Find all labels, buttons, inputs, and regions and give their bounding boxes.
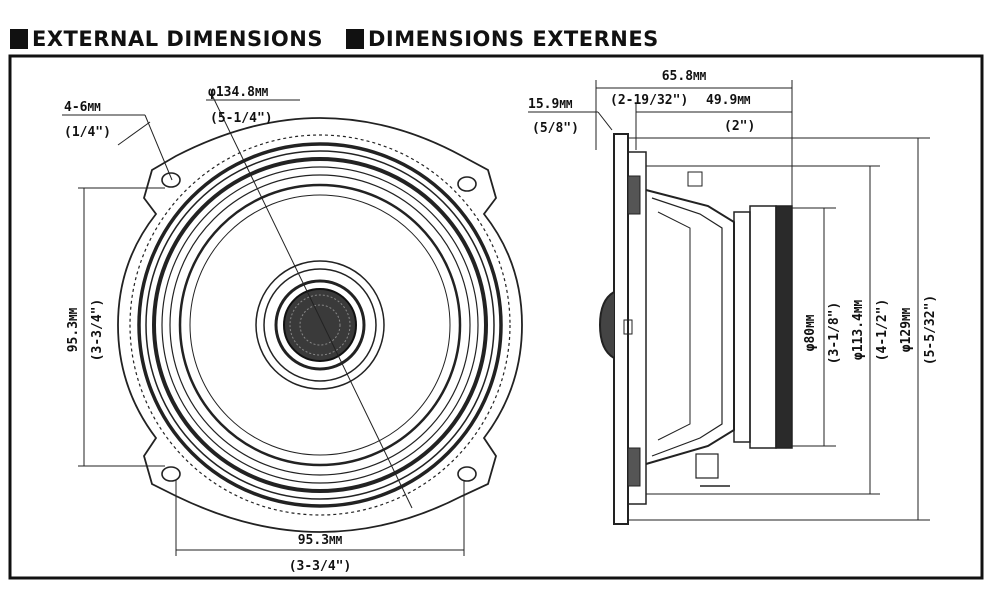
magnet-diameter-imperial-label: (3-1/8") — [827, 302, 842, 365]
tweeter-grille — [283, 288, 357, 362]
horizontal-spacing-metric-label: 95.3MM — [298, 533, 343, 548]
mount-hole-top-right — [457, 176, 477, 192]
tweeter-mesh — [289, 294, 351, 356]
surround-inner — [178, 183, 462, 467]
frame-diameter-metric-group: φ113.4MM — [851, 300, 866, 361]
flange-diameter-imperial-group: (5-5/32") — [923, 295, 938, 365]
frame-diameter-metric-label: φ113.4MM — [851, 300, 866, 361]
flange-diameter-metric-group: φ129MM — [899, 307, 914, 352]
outer-diameter-imperial-label: (5-1/4") — [210, 111, 273, 126]
heading-square-icon — [10, 29, 28, 49]
flange-diameter-imperial-label: (5-5/32") — [923, 295, 938, 365]
surround-outer — [161, 166, 479, 484]
magnet-diameter-metric-group: φ80MM — [803, 314, 818, 351]
diameter-leader-line — [211, 94, 413, 509]
side-dimension-lines — [528, 80, 930, 521]
front-dimension-lines — [62, 94, 465, 556]
total-depth-metric-label: 65.8MM — [662, 69, 707, 84]
outer-diameter-metric-label: φ134.8MM — [208, 85, 269, 100]
side-gasket-detail-top — [627, 175, 641, 215]
hole-imperial-label: (1/4") — [64, 125, 111, 140]
side-top-tab — [687, 171, 703, 187]
flange-height-metric-label: 15.9MM — [528, 97, 573, 112]
mount-depth-imperial-label: (2") — [724, 119, 755, 134]
gasket-ring — [152, 157, 488, 493]
mount-hole-bottom-right — [457, 466, 477, 482]
heading-square-icon — [346, 29, 364, 49]
heading-external-dimensions: EXTERNAL DIMENSIONS — [10, 26, 323, 52]
surround-mid — [169, 174, 471, 476]
heading-french-text: DIMENSIONS EXTERNES — [368, 27, 659, 51]
frame-diameter-imperial-group: (4-1/2") — [875, 299, 890, 362]
heading-dimensions-externes: DIMENSIONS EXTERNES — [346, 26, 659, 52]
mount-hole-top-left — [161, 172, 181, 188]
side-basket-rib — [657, 211, 691, 441]
magnet-diameter-metric-label: φ80MM — [803, 314, 818, 351]
side-magnet-plate — [733, 211, 751, 443]
mount-depth-metric-label: 49.9MM — [706, 93, 751, 108]
side-gasket — [627, 151, 647, 505]
basket-inner-ring — [145, 150, 495, 500]
mount-holes — [161, 172, 477, 482]
side-view-speaker — [598, 133, 793, 525]
outer-dashed-ring — [129, 134, 511, 516]
side-magnet-back — [775, 205, 793, 449]
side-tweeter-dome — [598, 291, 615, 359]
vertical-spacing-metric-group: 95.3MM — [66, 307, 81, 352]
frame-diameter-imperial-label: (4-1/2") — [875, 299, 890, 362]
flange-diameter-metric-label: φ129MM — [899, 307, 914, 352]
horizontal-spacing-imperial-label: (3-3/4") — [289, 559, 352, 574]
hole-leader-line — [144, 114, 173, 181]
vertical-spacing-metric-label: 95.3MM — [66, 307, 81, 352]
side-center-tab — [623, 319, 633, 335]
cone-edge — [189, 194, 451, 456]
basket-ring — [137, 142, 503, 508]
hole-metric-label: 4-6MM — [64, 100, 101, 115]
tweeter-housing — [274, 279, 366, 371]
tweeter-mesh-inner — [299, 304, 341, 346]
tweeter-ring-inner — [263, 268, 377, 382]
heading-english-text: EXTERNAL DIMENSIONS — [32, 27, 323, 51]
flange-height-imperial-label: (5/8") — [532, 121, 579, 136]
side-flange — [613, 133, 629, 525]
tweeter-ring-outer — [255, 260, 385, 390]
vertical-spacing-imperial-group: (3-3/4") — [90, 299, 105, 362]
side-terminal — [695, 453, 719, 479]
side-magnet-body — [749, 205, 777, 449]
mount-hole-bottom-left — [161, 466, 181, 482]
side-basket-inner — [651, 197, 723, 457]
front-view-speaker — [117, 117, 523, 533]
magnet-diameter-imperial-group: (3-1/8") — [827, 302, 842, 365]
front-flange-outline — [117, 117, 523, 533]
hole-arrow-line — [117, 121, 151, 146]
vertical-spacing-imperial-label: (3-3/4") — [90, 299, 105, 362]
total-depth-imperial-label: (2-19/32") — [610, 93, 688, 108]
flange-height-leader — [597, 111, 613, 131]
drawing-border — [8, 54, 984, 580]
side-gasket-detail-bottom — [627, 447, 641, 487]
